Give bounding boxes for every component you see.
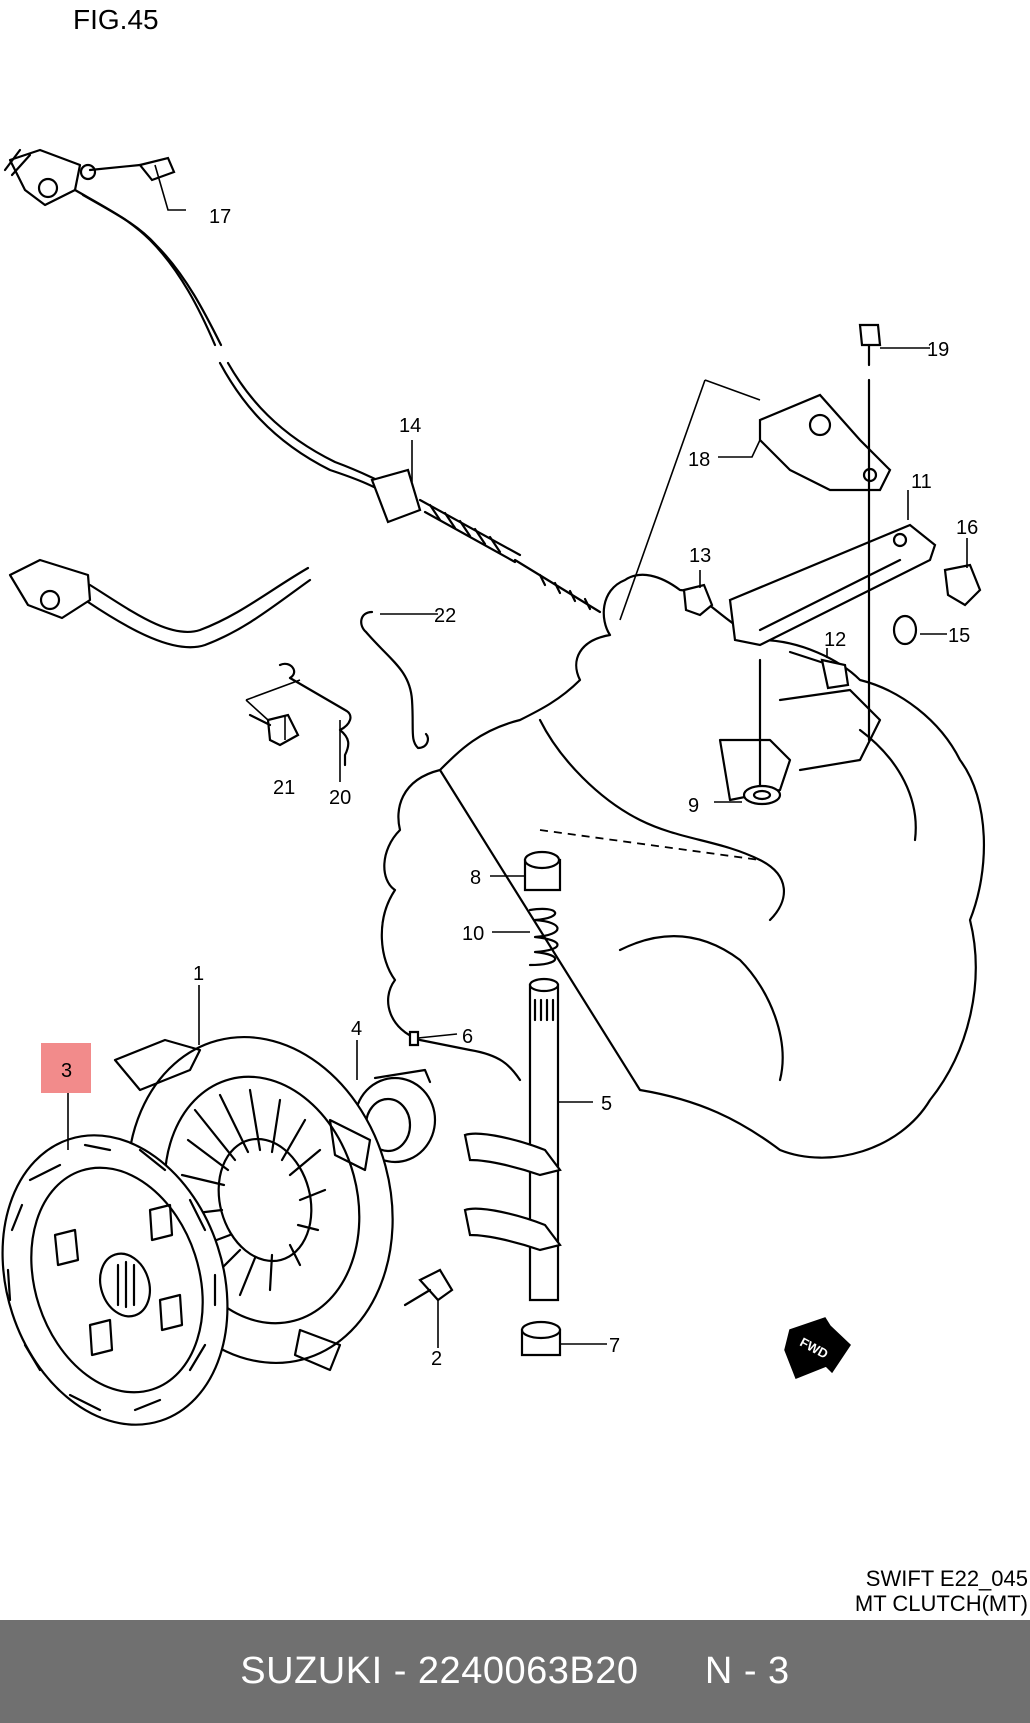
callout-16: 16 bbox=[956, 517, 978, 539]
caption-section: MT CLUTCH(MT) bbox=[854, 1591, 1028, 1617]
callout-20: 20 bbox=[329, 787, 351, 809]
footer-separator: - bbox=[382, 1650, 418, 1692]
callout-labels: 17 14 19 18 11 16 13 15 12 22 21 20 9 8 … bbox=[61, 206, 978, 1370]
callout-11: 11 bbox=[911, 471, 932, 493]
pedal-arm bbox=[8, 558, 312, 649]
spring-10 bbox=[528, 907, 559, 967]
callout-6: 6 bbox=[462, 1026, 473, 1048]
callout-9: 9 bbox=[688, 795, 699, 817]
callout-12: 12 bbox=[824, 629, 846, 651]
callout-10: 10 bbox=[462, 923, 484, 945]
release-lever-11 bbox=[728, 523, 937, 647]
figure-title: FIG.45 bbox=[73, 4, 159, 35]
callout-7: 7 bbox=[609, 1335, 620, 1357]
clutch-disc-3 bbox=[1, 1134, 229, 1426]
footer-part-number: 2240063B20 bbox=[417, 1650, 639, 1692]
clutch-cable bbox=[3, 148, 602, 614]
callout-17: 17 bbox=[209, 206, 231, 228]
callout-3: 3 bbox=[61, 1060, 72, 1082]
return-spring bbox=[278, 662, 352, 767]
bolt-19 bbox=[858, 323, 882, 742]
callout-19: 19 bbox=[927, 339, 949, 361]
release-shaft-5 bbox=[463, 977, 562, 1302]
callout-14: 14 bbox=[399, 415, 421, 437]
washer-9 bbox=[742, 658, 782, 806]
footer-bar: SUZUKI - 2240063B20 N - 3 bbox=[0, 1620, 1030, 1723]
bushing-8 bbox=[523, 850, 562, 892]
bushing-15 bbox=[892, 614, 918, 646]
leader-lines bbox=[67, 164, 968, 1348]
bushing-7 bbox=[520, 1320, 562, 1357]
clip-22 bbox=[360, 610, 429, 750]
callout-1: 1 bbox=[193, 963, 204, 985]
callout-21: 21 bbox=[273, 777, 295, 799]
footer-brand: SUZUKI bbox=[240, 1650, 383, 1692]
bolt-2 bbox=[403, 1268, 454, 1307]
callout-8: 8 bbox=[470, 867, 481, 889]
footer-spacer bbox=[638, 1650, 704, 1693]
callout-5: 5 bbox=[601, 1093, 612, 1115]
footer-note: N - 3 bbox=[704, 1650, 790, 1692]
callout-18: 18 bbox=[688, 449, 710, 471]
fwd-arrow-icon: FWD bbox=[784, 1317, 851, 1379]
callout-2: 2 bbox=[431, 1348, 442, 1370]
diagram-caption: SWIFT E22_045 MT CLUTCH(MT) bbox=[855, 1566, 1028, 1617]
callout-22: 22 bbox=[434, 605, 456, 627]
nut-13 bbox=[682, 583, 714, 617]
exploded-parts-diagram: FWD 17 14 19 18 11 16 13 bbox=[1, 148, 986, 1426]
nut-16 bbox=[943, 563, 982, 607]
transmission-case bbox=[380, 573, 986, 1159]
caption-model: SWIFT E22_045 bbox=[865, 1566, 1028, 1591]
pin-6 bbox=[408, 1030, 420, 1047]
callout-4: 4 bbox=[351, 1018, 362, 1040]
highlight-box bbox=[41, 1043, 91, 1093]
bracket-18 bbox=[758, 393, 892, 492]
bolt-12 bbox=[788, 650, 850, 690]
bolt-21 bbox=[248, 713, 300, 747]
callout-15: 15 bbox=[948, 625, 970, 647]
callout-13: 13 bbox=[689, 545, 711, 567]
